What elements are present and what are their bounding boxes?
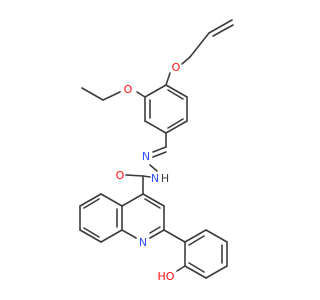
bond-layer	[79, 19, 234, 279]
nitrogen-label-quinoline: N	[139, 236, 147, 249]
nitrogen-label-imine: N	[142, 150, 150, 163]
chemical-structure-canvas: O O N N H O N HO	[79, 19, 234, 283]
hydrogen-label-amide: H	[161, 172, 169, 185]
oxygen-label-ethoxy: O	[124, 83, 133, 96]
hydroxyl-label-phenol: HO	[158, 270, 175, 283]
nitrogen-label-amide: N	[151, 172, 159, 185]
oxygen-label-carbonyl: O	[116, 169, 125, 182]
oxygen-label-allyl-ether: O	[172, 61, 181, 74]
chemical-structure-drawing: O O N N H O N HO	[79, 19, 234, 283]
atom-label-layer: O O N N H O N HO	[116, 61, 181, 283]
